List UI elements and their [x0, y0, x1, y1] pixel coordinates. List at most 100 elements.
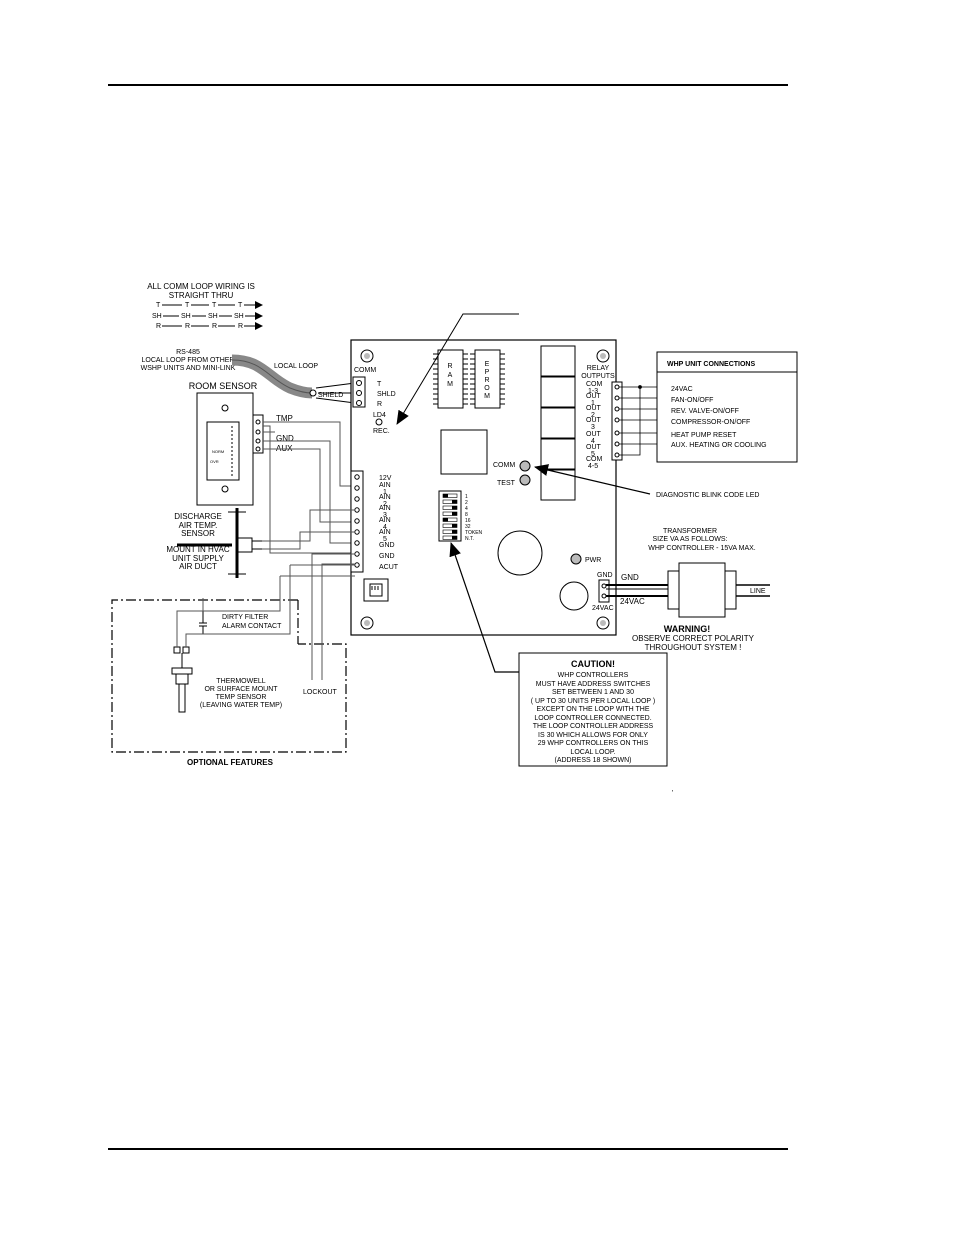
svg-text:AIN: AIN: [379, 529, 391, 536]
svg-text:(LEAVING WATER TEMP): (LEAVING WATER TEMP): [200, 702, 282, 709]
svg-text:NORM: NORM: [212, 449, 224, 454]
svg-text:T: T: [212, 302, 217, 309]
diagnostic-label: DIAGNOSTIC BLINK CODE LED: [656, 492, 759, 499]
svg-text:OUTPUTS: OUTPUTS: [581, 373, 615, 380]
svg-text:ACUT: ACUT: [379, 564, 399, 571]
svg-text:OPTIONAL FEATURES: OPTIONAL FEATURES: [187, 758, 274, 767]
line-label: LINE: [750, 588, 766, 595]
svg-text:WHP CONTROLLER - 15VA MAX.: WHP CONTROLLER - 15VA MAX.: [648, 545, 756, 552]
svg-text:WARNING!: WARNING!: [664, 624, 711, 634]
room-sensor-tmp: TMP: [276, 414, 293, 423]
svg-text:16: 16: [465, 518, 471, 524]
svg-text:LOOP CONTROLLER CONNECTED.: LOOP CONTROLLER CONNECTED.: [534, 715, 651, 722]
bottom-rule: [108, 1148, 788, 1150]
svg-text:1-3: 1-3: [588, 388, 598, 395]
svg-text:SH: SH: [181, 313, 191, 320]
svg-text:1: 1: [591, 400, 595, 407]
whp-unit-connections: WHP UNIT CONNECTIONS 24VAC FAN-ON/OFF RE…: [656, 351, 798, 463]
svg-text:GND: GND: [597, 572, 613, 579]
lockout-label: LOCKOUT: [303, 689, 338, 696]
svg-text:R: R: [377, 401, 382, 408]
svg-text:OBSERVE CORRECT POLARITY: OBSERVE CORRECT POLARITY: [632, 634, 755, 643]
warning-note: WARNING! OBSERVE CORRECT POLARITY THROUG…: [632, 624, 755, 652]
svg-text:TEMP SENSOR: TEMP SENSOR: [216, 694, 267, 701]
svg-text:COMPRESSOR-ON/OFF: COMPRESSOR-ON/OFF: [671, 419, 750, 426]
svg-text:HEAT PUMP RESET: HEAT PUMP RESET: [671, 432, 737, 439]
svg-text:12V: 12V: [379, 475, 392, 482]
svg-text:SENSOR: SENSOR: [181, 529, 215, 538]
transformer: TRANSFORMER SIZE VA AS FOLLOWS: WHP CONT…: [648, 528, 756, 618]
svg-text:O: O: [484, 385, 490, 392]
svg-text:COMM: COMM: [493, 462, 515, 469]
svg-text:OUT: OUT: [586, 393, 602, 400]
svg-text:THROUGHOUT SYSTEM !: THROUGHOUT SYSTEM !: [645, 643, 742, 652]
svg-text:COM: COM: [586, 456, 603, 463]
svg-text:TRANSFORMER: TRANSFORMER: [663, 528, 717, 535]
svg-text:2: 2: [465, 500, 468, 506]
processor-block: [440, 429, 488, 475]
svg-text:COMM: COMM: [354, 367, 376, 374]
svg-text:T: T: [377, 381, 382, 388]
comm-wiring-title-2: STRAIGHT THRU: [169, 291, 234, 300]
svg-text:RELAY: RELAY: [587, 365, 610, 372]
svg-text:R: R: [484, 377, 489, 384]
svg-text:( UP TO 30 UNITS PER LOCAL LOO: ( UP TO 30 UNITS PER LOCAL LOOP ): [531, 698, 656, 705]
svg-text:OUT: OUT: [586, 405, 602, 412]
svg-text:IS 30 WHICH ALLOWS FOR ONLY: IS 30 WHICH ALLOWS FOR ONLY: [538, 732, 648, 739]
svg-text:DIRTY FILTER: DIRTY FILTER: [222, 614, 268, 621]
svg-text:LOCAL LOOP.: LOCAL LOOP.: [570, 749, 615, 756]
svg-text:E: E: [485, 361, 490, 368]
shield-label: SHIELD: [318, 392, 343, 399]
svg-text:3: 3: [591, 424, 595, 431]
svg-text:CAUTION!: CAUTION!: [571, 659, 615, 669]
svg-text:4-5: 4-5: [588, 463, 598, 470]
svg-text:SHLD: SHLD: [377, 391, 396, 398]
svg-text:29 WHP CONTROLLERS ON THIS: 29 WHP CONTROLLERS ON THIS: [538, 740, 649, 747]
room-sensor-gnd: GND: [276, 434, 294, 443]
svg-text:AIR DUCT: AIR DUCT: [179, 562, 217, 571]
svg-text:THERMOWELL: THERMOWELL: [216, 678, 266, 685]
svg-text:T: T: [185, 302, 190, 309]
svg-text:REV. VALVE-ON/OFF: REV. VALVE-ON/OFF: [671, 408, 739, 415]
svg-text:32: 32: [465, 524, 471, 530]
svg-text:UNIT SUPPLY: UNIT SUPPLY: [172, 554, 224, 563]
svg-text:N.T.: N.T.: [465, 536, 474, 542]
ld4-led: LD4 REC.: [373, 412, 390, 435]
svg-text:P: P: [485, 369, 490, 376]
local-loop-label: LOCAL LOOP: [274, 363, 318, 370]
address-dip-switch: 1 2 4 8 16 32 TOKEN N.T.: [438, 490, 483, 542]
svg-text:PWR: PWR: [585, 557, 601, 564]
svg-text:M: M: [447, 381, 453, 388]
svg-text:24VAC: 24VAC: [592, 605, 614, 612]
room-sensor-title: ROOM SENSOR: [189, 381, 258, 391]
svg-text:OUT: OUT: [586, 417, 602, 424]
stray-mark: ': [672, 790, 673, 797]
svg-text:OUT: OUT: [586, 444, 602, 451]
optional-features: OPTIONAL FEATURES DIRTY FILTER ALARM CON…: [111, 599, 347, 767]
whp-title: WHP UNIT CONNECTIONS: [667, 361, 755, 368]
svg-text:OVR: OVR: [210, 459, 219, 464]
svg-text:AUX. HEATING OR COOLING: AUX. HEATING OR COOLING: [671, 442, 767, 449]
svg-text:EXCEPT ON THE LOOP WITH THE: EXCEPT ON THE LOOP WITH THE: [536, 706, 649, 713]
room-sensor: ROOM SENSOR NORM OVR TMP GND AUX: [189, 381, 294, 506]
svg-text:1: 1: [383, 489, 387, 496]
svg-text:WHP CONTROLLERS: WHP CONTROLLERS: [558, 672, 629, 679]
discharge-air-sensor: DISCHARGE AIR TEMP. SENSOR MOUNT IN HVAC…: [166, 508, 262, 578]
svg-text:T: T: [156, 302, 161, 309]
top-rule: [108, 84, 788, 86]
ram-chip: R A M: [433, 349, 468, 409]
svg-text:A: A: [448, 372, 453, 379]
gnd-label: GND: [621, 573, 639, 582]
svg-text:R: R: [185, 323, 190, 330]
relay-output-terminals: RELAY OUTPUTS COM 1-3 OUT 1 OUT 2 OUT 3 …: [581, 365, 623, 470]
svg-text:R: R: [212, 323, 217, 330]
svg-text:LD4: LD4: [373, 412, 386, 419]
svg-text:TEST: TEST: [497, 480, 516, 487]
svg-text:AIN: AIN: [379, 505, 391, 512]
svg-text:LOCAL LOOP FROM OTHER: LOCAL LOOP FROM OTHER: [142, 357, 235, 364]
svg-text:WSHP UNITS AND MINI-LINK: WSHP UNITS AND MINI-LINK: [141, 365, 236, 372]
svg-text:AIN: AIN: [379, 494, 391, 501]
svg-text:REC.: REC.: [373, 428, 390, 435]
eprom-chip: E P R O M: [470, 349, 505, 409]
svg-text:M: M: [484, 393, 490, 400]
